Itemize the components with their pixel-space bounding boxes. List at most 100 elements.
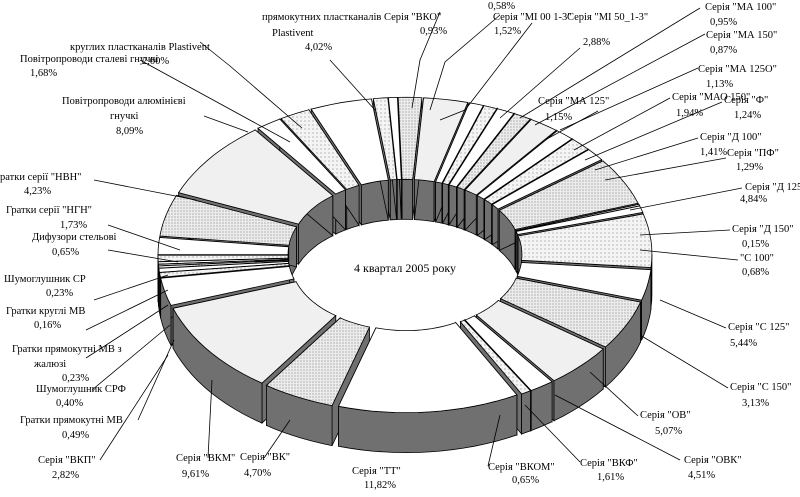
- slice-label: Повітропроводи алюмінієві: [62, 96, 186, 107]
- slice-label: 8,09%: [116, 126, 143, 137]
- slice-label: Гратки прямокутні МВ з: [12, 344, 122, 355]
- leader-line: [93, 179, 197, 201]
- slice-label: 1,24%: [734, 110, 761, 121]
- slice-label: Шумоглушник СР: [4, 274, 86, 285]
- slice-label: 1,41%: [700, 147, 727, 158]
- leader-line: [107, 224, 181, 251]
- slice-21: [337, 321, 518, 454]
- slice-label: Серія "Д 125": [745, 182, 800, 193]
- slice-top-face: [337, 322, 518, 414]
- slice-label: Серія "ТТ": [352, 466, 401, 477]
- slice-label: Серія "ВК": [240, 452, 290, 463]
- slice-label: Гратки серії "НГН": [6, 205, 92, 216]
- leader-line: [534, 33, 706, 126]
- slice-label: Серія "ВКМ": [176, 453, 235, 464]
- slice-label: прямокутних пластканалів Серія "ВКО": [262, 12, 441, 23]
- leader-line: [544, 110, 599, 141]
- leader-line: [573, 97, 671, 151]
- slice-top-face: [372, 97, 398, 181]
- slice-label: 0,93%: [420, 26, 447, 37]
- slices-group: [157, 96, 653, 454]
- leader-line: [91, 324, 171, 391]
- slice-label: 1,61%: [597, 472, 624, 483]
- slice-label: 4,51%: [688, 470, 715, 481]
- slice-label: Серія "МА 125О": [698, 64, 777, 75]
- slice-label: 0,58%: [488, 1, 515, 12]
- slice-top-face: [516, 262, 652, 301]
- slice-top-face: [160, 266, 295, 306]
- slice-top-face: [280, 109, 360, 190]
- slice-label: 11,82%: [364, 480, 396, 491]
- slice-label: Серія "МАО 150": [672, 92, 750, 103]
- slice-label: Серія "МI 00 1-3": [493, 12, 572, 23]
- slice-label: 5,44%: [730, 338, 757, 349]
- slice-label: Серія "С 150": [730, 382, 791, 393]
- leader-line: [589, 371, 639, 417]
- slice-label: Серія "Д 150": [732, 224, 794, 235]
- leader-line: [203, 115, 249, 133]
- leader-line: [659, 299, 727, 329]
- slice-label: 0,15%: [742, 239, 769, 250]
- slice-label: 3,13%: [742, 398, 769, 409]
- leader-line: [439, 22, 533, 121]
- leader-lines: [85, 7, 743, 467]
- slice-label: 0,16%: [34, 320, 61, 331]
- leader-line: [85, 289, 169, 331]
- slice-label: 2,00%: [142, 56, 169, 67]
- leader-line: [499, 47, 581, 119]
- slice-label: 1,29%: [736, 162, 763, 173]
- slice-label: 1,13%: [706, 79, 733, 90]
- slice-label: Серія "ВКФ": [580, 458, 638, 469]
- slice-label: 0,68%: [742, 267, 769, 278]
- slice-top-face: [498, 160, 639, 230]
- slice-label: Серія "ПФ": [727, 148, 779, 159]
- slice-top-face: [413, 97, 469, 183]
- slice-label: гнучкі: [110, 111, 139, 122]
- slice-label: 4,84%: [740, 194, 767, 205]
- slice-top-face: [159, 194, 298, 246]
- leader-line: [99, 354, 169, 461]
- slice-label: 0,87%: [710, 45, 737, 56]
- leader-line: [429, 14, 501, 111]
- leader-line: [639, 334, 729, 389]
- slice-top-face: [257, 118, 347, 195]
- slice-label: 1,73%: [60, 220, 87, 231]
- leader-line: [629, 187, 743, 211]
- leader-line: [594, 137, 699, 171]
- slice-label: "С 100": [740, 253, 774, 264]
- leader-line: [139, 59, 291, 143]
- slice-label: 5,07%: [655, 426, 682, 437]
- slice-label: 0,65%: [52, 247, 79, 258]
- leader-line: [524, 404, 581, 463]
- slice-label: Plastivent: [272, 28, 313, 39]
- chart-title: 4 квартал 2005 року: [354, 261, 456, 275]
- leader-line: [329, 59, 376, 111]
- slice-label: Дифузори стельові: [32, 232, 117, 243]
- slice-top-face: [483, 138, 589, 205]
- slice-top-face: [475, 300, 604, 382]
- slice-top-face: [476, 130, 573, 200]
- slice-label: 1,15%: [545, 112, 572, 123]
- leader-line: [411, 11, 441, 109]
- slice-top-face: [517, 213, 653, 268]
- slice-label: Серія "ОВК": [684, 455, 742, 466]
- slice-label: 4,23%: [24, 186, 51, 197]
- slice-label: Серія "МI 50_1-3": [567, 12, 648, 23]
- slice-label: 1,52%: [494, 26, 521, 37]
- slice-label: Серія "С 125": [728, 322, 789, 333]
- slice-top-face: [172, 281, 337, 384]
- slice-label: 1,94%: [676, 108, 703, 119]
- slice-top-face: [435, 102, 485, 184]
- leader-line: [93, 274, 169, 301]
- leader-line: [199, 41, 303, 129]
- slice-label: 0,23%: [62, 373, 89, 384]
- slice-top-face: [387, 96, 402, 180]
- slice-label: 0,23%: [46, 288, 73, 299]
- leader-line: [519, 7, 701, 119]
- leader-line: [107, 249, 179, 263]
- slice-top-face: [464, 119, 557, 196]
- slice-label: 2,88%: [583, 37, 610, 48]
- leader-line: [639, 249, 739, 261]
- slice-top-face: [515, 205, 644, 235]
